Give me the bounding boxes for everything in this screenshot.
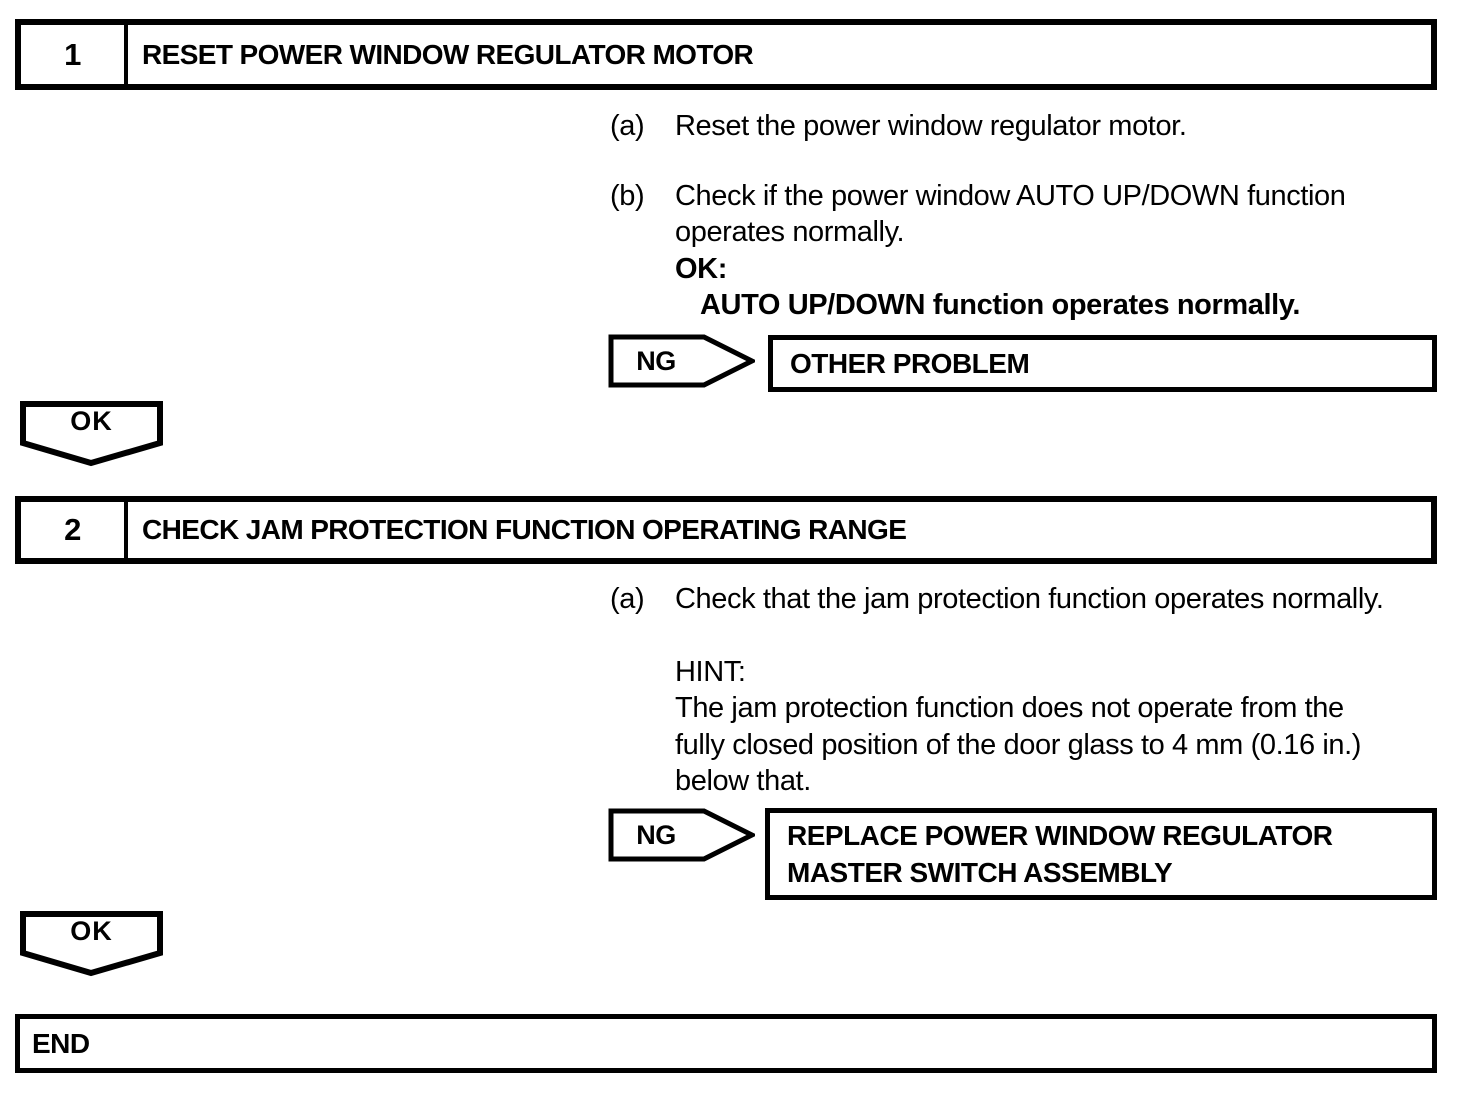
step-1-header: 1 RESET POWER WINDOW REGULATOR MOTOR	[15, 19, 1437, 90]
item-text: operates normally.	[675, 216, 905, 248]
ok-pentagon-icon	[20, 401, 163, 467]
step-2-ok-arrow: OK	[20, 911, 163, 977]
step-1-title: RESET POWER WINDOW REGULATOR MOTOR	[142, 38, 754, 70]
step-1-item-a: (a) Reset the power window regulator mot…	[610, 108, 1460, 145]
step-1-ok-arrow: OK	[20, 401, 163, 467]
hint-text: below that.	[675, 765, 811, 797]
hint-text: The jam protection function does not ope…	[675, 692, 1344, 724]
result-text: OTHER PROBLEM	[790, 348, 1030, 379]
item-text: Reset the power window regulator motor.	[675, 110, 1187, 142]
ok-label: OK	[70, 406, 113, 436]
step-1-item-b: (b) Check if the power window AUTO UP/DO…	[610, 178, 1460, 324]
end-box: END	[15, 1014, 1437, 1073]
result-text: REPLACE POWER WINDOW REGULATOR	[787, 820, 1333, 851]
ok-condition: AUTO UP/DOWN function operates normally.	[700, 289, 1301, 321]
step-1-ng-result-box: OTHER PROBLEM	[768, 335, 1437, 392]
step-2-ng-result-box: REPLACE POWER WINDOW REGULATOR MASTER SW…	[765, 808, 1437, 900]
step-2-header: 2 CHECK JAM PROTECTION FUNCTION OPERATIN…	[15, 496, 1437, 564]
ng-label: NG	[636, 819, 676, 850]
step-2-instructions: (a) Check that the jam protection functi…	[610, 581, 1460, 800]
hint-heading: HINT:	[675, 655, 746, 688]
ng-pentagon-icon	[608, 334, 755, 388]
item-text: Check that the jam protection function o…	[675, 583, 1384, 615]
end-label: END	[32, 1027, 90, 1059]
result-text: MASTER SWITCH ASSEMBLY	[787, 857, 1173, 888]
hint-text: fully closed position of the door glass …	[675, 728, 1362, 761]
item-label: (b)	[610, 179, 645, 212]
step-1-ng-arrow: NG	[608, 334, 755, 388]
ok-pentagon-icon	[20, 911, 163, 977]
ng-label: NG	[636, 345, 676, 376]
ng-pentagon-icon	[608, 808, 755, 862]
item-label: (a)	[610, 110, 645, 142]
step-2-number: 2	[21, 502, 128, 558]
step-2-item-a: (a) Check that the jam protection functi…	[610, 581, 1460, 618]
step-2-ng-arrow: NG	[608, 808, 755, 862]
step-2-title: CHECK JAM PROTECTION FUNCTION OPERATING …	[142, 514, 907, 545]
ok-label: OK	[70, 916, 113, 946]
item-text: Check if the power window AUTO UP/DOWN f…	[675, 179, 1346, 212]
ok-heading: OK:	[675, 252, 727, 285]
step-1-number: 1	[21, 25, 128, 84]
item-label: (a)	[610, 583, 645, 615]
step-2-hint: HINT: The jam protection function does n…	[675, 654, 1460, 800]
step-1-instructions: (a) Reset the power window regulator mot…	[610, 108, 1460, 324]
